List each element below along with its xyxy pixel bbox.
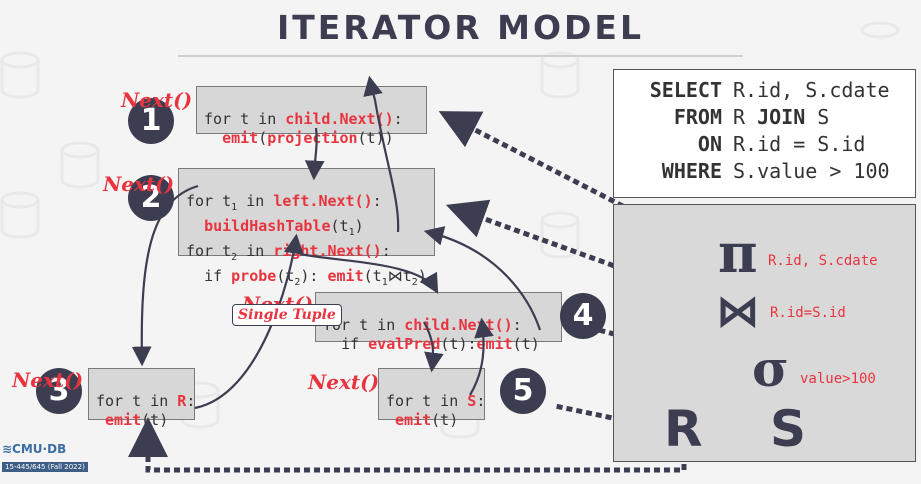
return-arrow [423,226,542,331]
code-text: : [512,316,522,334]
code-text: : [372,192,382,210]
code-text: : [393,110,403,128]
mapping-arrow [128,417,687,473]
code-text: ): [300,267,328,285]
call-arrow [304,127,325,181]
step-2-badge: 2 [128,175,174,221]
sql-keyword: SELECT [649,78,722,102]
code-keyword: left.Next() [273,192,373,210]
code-text: ) [354,217,364,235]
code-text: for t in [96,392,178,410]
subscript: 1 [348,227,355,238]
mapping-arrow [438,111,714,255]
sql-join-keyword: JOIN [757,105,806,129]
cmu-db-logo: ≋CMU·DB [2,442,67,456]
sql-row: WHERE S.value > 100 [614,158,915,185]
code-text: : [381,242,391,260]
single-tuple-callout: Single Tuple [232,304,342,326]
subscript: 2 [231,252,238,263]
selection-symbol: σ [752,339,789,398]
return-arrow [363,75,400,233]
sql-row: FROM R JOIN S [614,104,915,131]
code-text: for t in [386,392,468,410]
step-1-badge: 1 [128,98,174,144]
sql-text: S.value > 100 [733,159,890,183]
title-underline [178,55,743,57]
code-text: if [341,335,369,353]
code-keyword: emit [327,267,364,285]
sql-row: ON R.id = S.id [614,131,915,158]
next-call-label: Next() [308,370,380,394]
sql-text: R.id = S.id [733,132,866,156]
query-plan-box [613,204,916,462]
subscript: 2 [411,277,418,288]
selection-label: value>100 [800,371,876,387]
sql-row: SELECT R.id, S.cdate [614,77,915,104]
sql-keyword: ON [697,132,722,156]
next-call-label: Next() [103,172,175,196]
relation-s-symbol: S [770,400,807,458]
call-arrow [299,252,439,294]
code-text: (t [330,217,349,235]
code-text: in [237,192,274,210]
step-4-badge: 4 [560,293,606,339]
code-text: for t in [204,110,286,128]
projection-symbol: π [718,221,758,285]
code-text: (t) [431,411,459,429]
course-label: 15-445/645 (Fall 2022) [2,462,88,472]
code-text: for t [186,242,232,260]
code-keyword: buildHashTable [204,217,331,235]
code-text: : [476,392,486,410]
code-keyword: emit [395,411,432,429]
step-5-badge: 5 [500,368,546,414]
page-title: ITERATOR MODEL [276,8,645,47]
join-label: R.id=S.id [770,305,846,321]
call-arrow [423,321,444,373]
hash-join-operator-box: for t1 in left.Next(): buildHashTable(t1… [178,168,435,288]
code-keyword: S [467,392,477,410]
code-keyword: child.Next() [285,110,394,128]
next-call-label: Next() [12,368,84,392]
code-keyword: emit [222,129,259,147]
code-keyword: R [177,392,187,410]
code-text: (t) [512,335,540,353]
code-text: : [186,392,196,410]
code-keyword: projection [267,129,358,147]
code-keyword: probe [231,267,277,285]
sql-keyword: WHERE [661,159,722,183]
projection-label: R.id, S.cdate [768,253,878,269]
code-text: if [204,267,232,285]
sql-text: R [733,105,758,129]
code-text: (t [363,267,382,285]
relation-r-symbol: R [664,400,703,458]
join-symbol: ⋈ [716,286,760,337]
step-3-badge: 3 [36,368,82,414]
code-keyword: evalPred [368,335,441,353]
code-text: for t [186,192,232,210]
sql-text: R.id, S.cdate [733,78,890,102]
code-text: in [237,242,274,260]
code-text: ( [258,129,268,147]
mapping-arrow [445,199,737,313]
code-text: (t)) [357,129,394,147]
call-arrow [131,184,199,367]
next-call-label: Next() [121,88,193,112]
return-arrow [469,317,494,396]
subscript: 1 [231,202,238,213]
projection-operator-box: for t in child.Next(): emit(projection(t… [196,86,427,147]
code-keyword: emit [476,335,513,353]
sql-keyword: FROM [673,105,722,129]
return-arrow [194,233,304,410]
sql-query-box: SELECT R.id, S.cdate FROM R JOIN S ON R.id … [613,69,916,198]
code-text: (t): [440,335,477,353]
sql-text: S [805,105,830,129]
subscript: 1 [381,277,388,288]
subscript: 2 [294,277,301,288]
